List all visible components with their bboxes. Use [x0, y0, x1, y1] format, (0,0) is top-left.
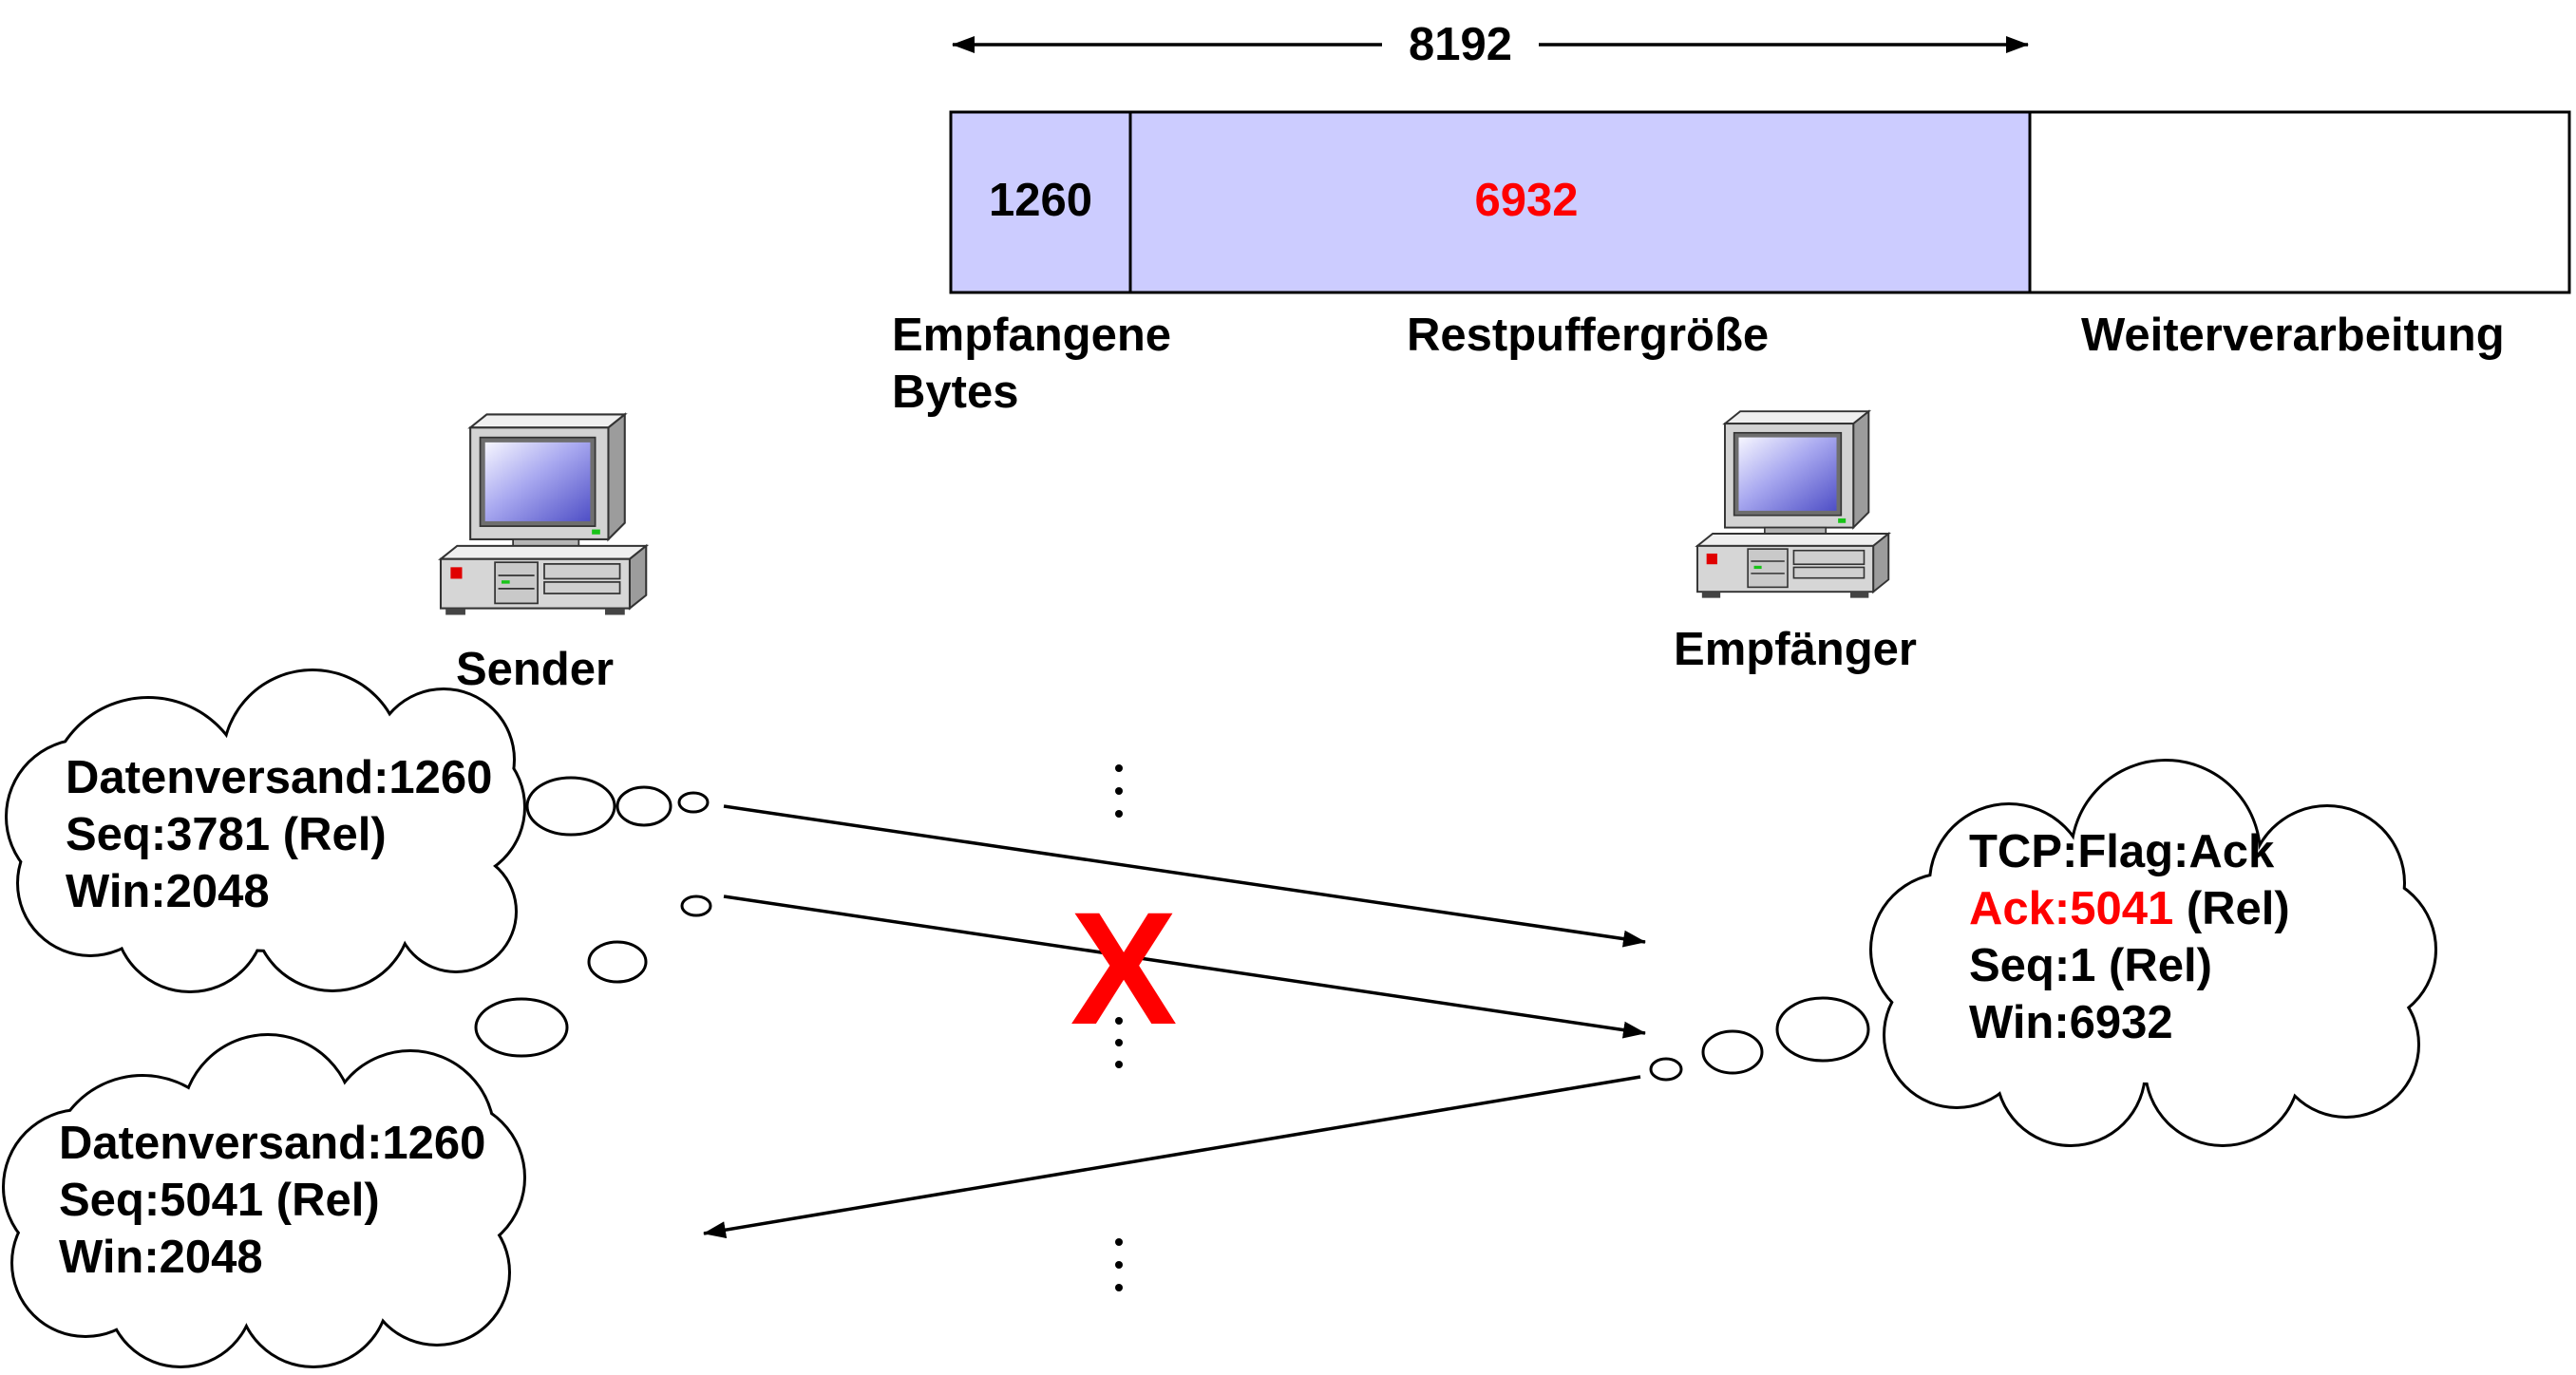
cloud-fill: [8, 671, 523, 990]
message-line: Win:2048: [59, 1232, 263, 1283]
message-line: Datenversand:1260: [66, 752, 493, 803]
thought-bubble: [680, 895, 712, 917]
cloud-fill: [5, 1036, 523, 1366]
ack-suffix: (Rel): [2186, 883, 2290, 934]
thought-bubble: [677, 791, 710, 814]
sender-label: Sender: [455, 644, 615, 695]
message-line: Seq:3781 (Rel): [66, 809, 387, 860]
lost-segment-x-icon: X: [1070, 878, 1178, 1058]
message-line: Seq:1 (Rel): [1969, 940, 2212, 991]
message-line: TCP:Flag:Ack: [1969, 826, 2275, 877]
thought-bubbles-sender-retransmit: [474, 895, 712, 1058]
caption-line: Empfangene: [892, 310, 1172, 361]
ellipsis-dots-middle: [1115, 1017, 1123, 1068]
thought-bubble: [1775, 996, 1870, 1063]
receiver-ack-message-text: TCP:Flag:Ack Ack:5041 (Rel) Seq:1 (Rel) …: [1969, 823, 2290, 1051]
received-bytes-caption: Empfangene Bytes: [892, 307, 1171, 421]
ellipsis-dots-top: [1115, 764, 1123, 818]
message-line: Seq:5041 (Rel): [59, 1175, 380, 1226]
thought-bubble: [1649, 1057, 1683, 1082]
segment-arrow-lost: [723, 895, 1646, 1039]
segment-arrow-first: [723, 804, 1646, 948]
ack-line: Ack:5041 (Rel): [1969, 880, 2290, 937]
ack-number: Ack:5041: [1969, 883, 2174, 934]
sender-first-message-text: Datenversand:1260 Seq:3781 (Rel) Win:204…: [66, 749, 492, 920]
remaining-buffer-caption: Restpuffergröße: [1407, 310, 1770, 361]
message-line: Win:2048: [66, 866, 270, 917]
thought-bubble: [616, 785, 672, 827]
buffer-segment-remaining: [1128, 110, 2032, 294]
thought-bubble: [1701, 1029, 1764, 1075]
ellipsis-dots-bottom: [1115, 1238, 1123, 1291]
buffer-size-label: 8192: [1382, 16, 1539, 73]
thought-bubble: [474, 997, 569, 1058]
thought-bubbles-receiver: [1649, 996, 1870, 1082]
processing-caption: Weiterverarbeitung: [2081, 310, 2505, 361]
receiver-label: Empfänger: [1674, 624, 1917, 675]
receiver-ack-message-cloud: [1869, 759, 2437, 1147]
cloud-fill-core: [1942, 836, 2360, 1083]
sender-computer-icon: [439, 413, 648, 616]
cloud-fill: [1872, 762, 2434, 1144]
cloud-fill-core: [85, 741, 465, 950]
thought-bubble: [525, 776, 616, 837]
sender-retransmit-message-cloud: [2, 1033, 526, 1368]
message-line: Datenversand:1260: [59, 1118, 486, 1169]
caption-line: Bytes: [892, 367, 1019, 418]
receiver-computer-icon: [1696, 410, 1890, 599]
cloud-fill-core: [76, 1092, 456, 1310]
remaining-buffer-value: 6932: [1474, 175, 1579, 226]
receive-buffer: [949, 110, 2571, 294]
received-bytes-value: 1260: [988, 175, 1092, 226]
thought-bubbles-sender-first: [525, 776, 710, 837]
message-line: Win:6932: [1969, 997, 2173, 1048]
sender-retransmit-message-text: Datenversand:1260 Seq:5041 (Rel) Win:204…: [59, 1115, 485, 1286]
thought-bubble: [587, 940, 648, 984]
sender-first-message-cloud: [5, 669, 526, 993]
buffer-segment-processing: [2028, 110, 2571, 294]
ack-arrow: [703, 1075, 1641, 1239]
